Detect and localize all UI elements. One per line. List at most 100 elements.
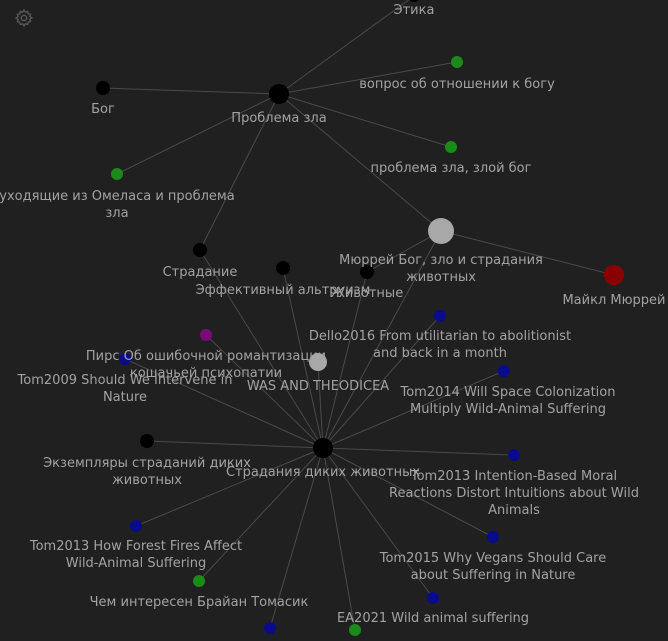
node-label-ea2021[interactable]: EA2021 Wild animal suffering — [337, 611, 529, 626]
edge-murray_article-hub — [322, 230, 442, 449]
node-label-zhivotnye[interactable]: Животные — [331, 286, 403, 301]
node-label-tomasik[interactable]: Чем интересен Брайан Томасик — [90, 595, 309, 610]
edge-pirs-hub — [205, 334, 324, 449]
edge-zhivotnye-hub — [322, 271, 368, 449]
node-extra_blue[interactable] — [264, 622, 276, 634]
edge-tom2009-hub — [124, 358, 324, 449]
node-label-line: Wild-Animal Suffering — [66, 556, 206, 571]
node-label-line: Страдания диких животных — [226, 465, 420, 480]
node-label-line: Nature — [103, 390, 147, 405]
edge-problema_zla-stradanie — [199, 93, 280, 251]
node-label-line: WAS AND THEODICEA — [247, 379, 389, 394]
node-tom2013b[interactable] — [130, 520, 142, 532]
node-label-stradanie[interactable]: Страдание — [163, 265, 238, 280]
node-label-ea[interactable]: Эффективный альтруизм — [196, 283, 371, 298]
node-dello2016[interactable] — [434, 310, 446, 322]
node-vopros[interactable] — [451, 56, 463, 68]
node-ea2021[interactable] — [427, 592, 439, 604]
edge-ea-hub — [282, 267, 324, 449]
node-etika[interactable] — [408, 0, 420, 2]
node-pirs[interactable] — [200, 329, 212, 341]
node-label-line: Tom2013 Intention-Based Moral — [410, 469, 617, 484]
node-label-etika[interactable]: Этика — [394, 3, 435, 18]
node-label-line: Multiply Wild-Animal Suffering — [410, 402, 606, 417]
node-label-line: проблема зла, злой бог — [371, 161, 532, 176]
node-zloy_bog[interactable] — [445, 141, 457, 153]
node-hub[interactable] — [313, 438, 333, 458]
node-was[interactable] — [309, 353, 327, 371]
edge-tom2014-hub — [322, 370, 505, 449]
node-label-line: кошачьей психопатии — [130, 366, 282, 381]
node-tom2015[interactable] — [487, 531, 499, 543]
node-label-line: about Suffering in Nature — [411, 568, 576, 583]
node-label-bog[interactable]: Бог — [91, 102, 115, 117]
node-label-dello2016[interactable]: Dello2016 From utilitarian to abolitioni… — [309, 329, 571, 361]
node-zhivotnye[interactable] — [360, 265, 374, 279]
edge-problema_zla-vopros — [278, 61, 458, 95]
node-label-line: Tom2013 How Forest Fires Affect — [29, 539, 242, 554]
node-label-line: and back in a month — [373, 346, 507, 361]
edge-problema_zla-zloy_bog — [278, 93, 452, 148]
node-label-line: Мюррей Бог, зло и страдания — [339, 253, 543, 268]
edge-extra_blue-hub — [269, 447, 324, 629]
node-label-line: Майкл Мюррей — [562, 293, 665, 308]
node-label-tom2009[interactable]: Tom2009 Should We Intervene in Nature — [17, 373, 233, 405]
edge-ekzemplyary-hub — [146, 440, 324, 449]
node-label-line: Dello2016 From utilitarian to abolitioni… — [309, 329, 571, 344]
edge-murray_article-zhivotnye — [366, 230, 442, 273]
node-label-zloy_bog[interactable]: проблема зла, злой бог — [371, 161, 532, 176]
edge-ea2021-hub — [322, 447, 434, 599]
edge-problema_zla-bog — [102, 87, 280, 95]
node-label-problema_zla[interactable]: Проблема зла — [231, 111, 326, 126]
node-label-line: Эффективный альтруизм — [196, 283, 371, 298]
node-label-line: Страдание — [163, 265, 238, 280]
node-ea[interactable] — [276, 261, 290, 275]
node-label-vopros[interactable]: вопрос об отношении к богу — [359, 77, 555, 92]
node-label-murray[interactable]: Майкл Мюррей — [562, 293, 665, 308]
edge-tom2013b-hub — [135, 447, 324, 527]
edge-murray_article-murray — [440, 230, 615, 276]
node-label-line: Пирс Об ошибочной романтизации — [86, 349, 326, 364]
node-label-line: Чем интересен Брайан Томасик — [90, 595, 309, 610]
node-label-tom2015[interactable]: Tom2015 Why Vegans Should Care about Suff… — [379, 551, 607, 583]
node-label-line: Reactions Distort Intuitions about Wild — [389, 486, 639, 501]
node-tomasik[interactable] — [193, 575, 205, 587]
node-tom2013a[interactable] — [508, 449, 520, 461]
node-tom2014[interactable] — [498, 365, 510, 377]
node-label-line: уходящие из Омеласа и проблема — [0, 189, 235, 204]
node-murray[interactable] — [604, 265, 624, 285]
node-murray_article[interactable] — [428, 218, 454, 244]
edge-stradanie-hub — [199, 249, 324, 449]
edge-tom2013a-hub — [322, 447, 515, 456]
node-label-line: животных — [406, 270, 476, 285]
node-label-pirs[interactable]: Пирс Об ошибочной романтизации кошачьей п… — [86, 349, 326, 381]
node-label-hub[interactable]: Страдания диких животных — [226, 465, 420, 480]
node-label-line: Этика — [394, 3, 435, 18]
gear-icon[interactable] — [14, 8, 34, 28]
node-problema_zla[interactable] — [269, 84, 289, 104]
edge-tomasik-hub — [198, 447, 324, 582]
node-ekzemplyary[interactable] — [140, 434, 154, 448]
node-label-omelas[interactable]: уходящие из Омеласа и проблема зла — [0, 189, 235, 221]
node-label-murray_article[interactable]: Мюррей Бог, зло и страдания животных — [339, 253, 543, 285]
edge-problema_zla-omelas — [116, 93, 280, 175]
node-bog[interactable] — [96, 81, 110, 95]
node-omelas[interactable] — [111, 168, 123, 180]
node-label-line: Tom2014 Will Space Colonization — [400, 385, 616, 400]
edge-problema_zla-etika — [278, 0, 410, 95]
node-tom2009[interactable] — [119, 353, 131, 365]
node-extra_green[interactable] — [349, 624, 361, 636]
node-label-line: EA2021 Wild animal suffering — [337, 611, 529, 626]
node-label-line: зла — [105, 206, 128, 221]
node-label-was[interactable]: WAS AND THEODICEA — [247, 379, 389, 394]
node-label-line: Tom2015 Why Vegans Should Care — [379, 551, 607, 566]
node-stradanie[interactable] — [193, 243, 207, 257]
node-label-line: Животные — [331, 286, 403, 301]
node-label-line: Tom2009 Should We Intervene in — [17, 373, 233, 388]
node-label-line: Проблема зла — [231, 111, 326, 126]
